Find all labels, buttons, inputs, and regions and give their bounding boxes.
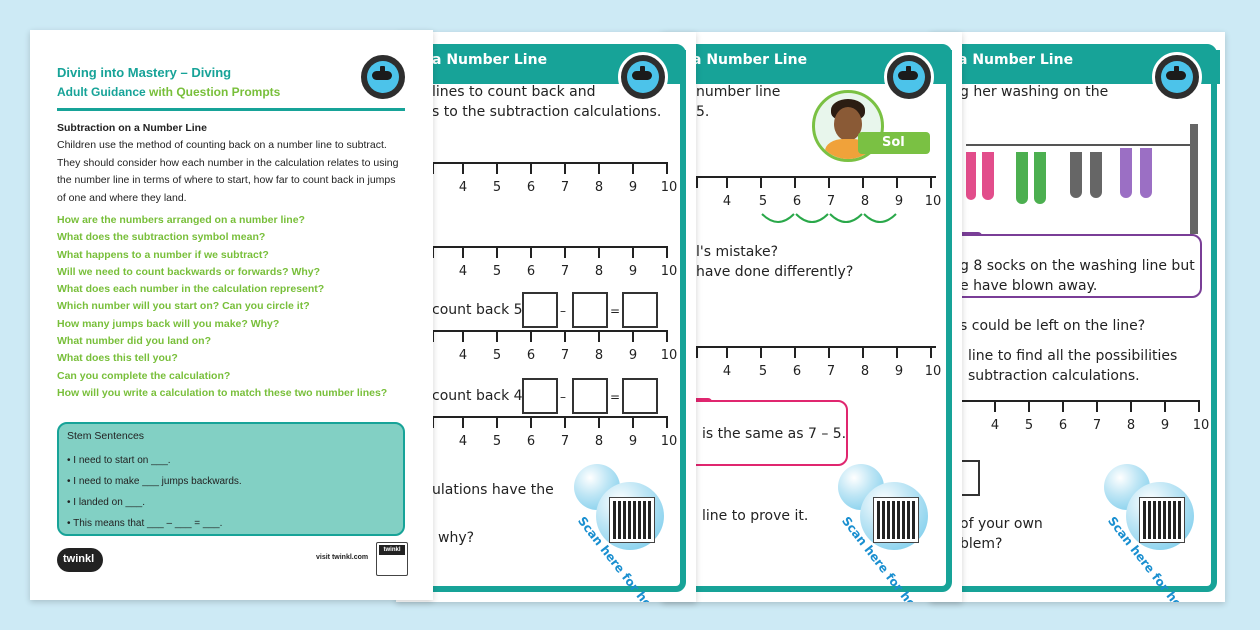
page3-question-2: have done differently? (696, 264, 854, 280)
number-line: 4 5 6 7 8 9 10 (432, 330, 677, 370)
question-prompt: Can you complete the calculation? (57, 369, 231, 382)
sol-name-tag: Sol (858, 132, 930, 154)
question-prompt: What does the subtraction symbol mean? (57, 231, 266, 244)
equals-sign: = (610, 304, 621, 318)
footer-url[interactable]: visit twinkl.com (316, 554, 369, 561)
speech-box (930, 234, 1202, 298)
question-prompt: What happens to a number if we subtract? (57, 248, 269, 261)
number-line: 4 5 6 7 8 9 10 (432, 162, 677, 202)
sock-icon (1016, 152, 1028, 204)
qr-code-icon[interactable] (874, 498, 918, 542)
sock-icon (1034, 152, 1046, 204)
page4-question-1: s could be left on the line? (960, 318, 1146, 334)
answer-box[interactable] (572, 378, 608, 414)
page4-question-3a: of your own (960, 516, 1043, 532)
stem-list: • I need to start on ___. • I need to ma… (67, 450, 242, 534)
jump-arrows (761, 213, 897, 223)
submarine-badge-icon (358, 52, 408, 102)
stem-sentence: • This means that ___ – ___ = ___. (67, 518, 223, 529)
washing-pole-icon (1190, 124, 1198, 234)
statement-text: is the same as 7 – 5. (702, 426, 847, 442)
page2-text-1: lines to count back and (432, 84, 596, 100)
page2-header-title: a Number Line (432, 52, 548, 68)
page4-text-1: g her washing on the (960, 84, 1109, 100)
page2-text-2: s to the subtraction calculations. (432, 104, 662, 120)
answer-box[interactable] (572, 292, 608, 328)
answer-box[interactable] (622, 292, 658, 328)
count-back-5-label: count back 5. (432, 302, 528, 318)
answer-box[interactable] (522, 378, 558, 414)
subtitle-part-b: with Question Prompts (149, 85, 281, 99)
worksheet-page-4: a Number Line g her washing on the a g 8… (930, 32, 1225, 602)
equals-sign: = (610, 390, 621, 404)
number-line: 4 5 6 7 8 9 10 (432, 416, 677, 456)
stem-sentence: • I need to start on ___. (67, 455, 171, 466)
page3-text-1: number line (696, 84, 781, 100)
page4-header-title: a Number Line (958, 52, 1074, 68)
minus-sign: – (560, 390, 566, 404)
submarine-badge-icon (1152, 52, 1202, 102)
number-line-with-jumps: 4 5 6 7 8 9 10 (696, 176, 941, 216)
worksheet-page-2: a Number Line lines to count back and s … (396, 32, 696, 602)
intro-paragraph: Children use the method of counting back… (57, 139, 399, 204)
answer-box[interactable] (622, 378, 658, 414)
question-prompt: How will you write a calculation to matc… (57, 386, 388, 399)
stem-sentence: • I landed on ___. (67, 497, 146, 508)
page4-question-2a: line to find all the possibilities (968, 348, 1178, 364)
sock-icon (1120, 148, 1132, 198)
question-prompt: What number did you land on? (57, 335, 211, 348)
question-prompts: How are the numbers arranged on a number… (57, 212, 417, 402)
stem-sentences-box: Stem Sentences • I need to start on ___.… (57, 422, 405, 536)
page3-text-2: 5. (696, 104, 710, 120)
speech-text-2: e have blown away. (960, 278, 1098, 294)
minus-sign: – (560, 304, 566, 318)
quality-seal-icon: twinkl (376, 542, 408, 576)
question-prompt: What does this tell you? (57, 352, 178, 365)
number-line: 4 5 6 7 8 9 10 (960, 400, 1209, 440)
stem-title: Stem Sentences (67, 430, 145, 442)
worksheet-page-3: a Number Line number line 5. Sol 4 5 6 7… (662, 32, 962, 602)
question-prompt: What does each number in the calculation… (57, 283, 325, 296)
page-title: Diving into Mastery – Diving (57, 65, 232, 80)
question-prompt: How are the numbers arranged on a number… (57, 214, 305, 226)
page2-question-1: ulations have the (432, 482, 554, 498)
page3-question-1: l's mistake? (696, 244, 779, 260)
qr-code-icon[interactable] (610, 498, 654, 542)
number-line: 4 5 6 7 8 9 10 (696, 346, 941, 386)
qr-code-icon[interactable] (1140, 498, 1184, 542)
sock-icon (966, 152, 976, 200)
sock-icon (1070, 152, 1082, 198)
page3-question-3: line to prove it. (702, 508, 809, 524)
question-prompt: Which number will you start on? Can you … (57, 300, 310, 313)
twinkl-logo: twinkl (57, 548, 103, 572)
number-line: 4 5 6 7 8 9 10 (432, 246, 677, 286)
subtitle-part-a: Adult Guidance (57, 85, 146, 99)
question-prompt: How many jumps back will you make? Why? (57, 317, 280, 330)
speech-text-1: g 8 socks on the washing line but (960, 258, 1195, 274)
stem-sentence: • I need to make ___ jumps backwards. (67, 476, 242, 487)
question-prompt: Will we need to count backwards or forwa… (57, 265, 321, 278)
page2-question-2: why? (438, 530, 475, 546)
header-rule (57, 108, 405, 111)
page4-question-2b: subtraction calculations. (968, 368, 1140, 384)
answer-box[interactable] (522, 292, 558, 328)
washing-line-icon (966, 144, 1196, 146)
adult-guidance-page: Diving into Mastery – Diving Adult Guida… (30, 30, 433, 600)
count-back-4-label: count back 4. (432, 388, 528, 404)
page3-header-title: a Number Line (692, 52, 808, 68)
sock-icon (1140, 148, 1152, 198)
sock-icon (982, 152, 994, 200)
page-subtitle: Adult Guidance with Question Prompts (57, 85, 280, 99)
submarine-badge-icon (884, 52, 934, 102)
submarine-badge-icon (618, 52, 668, 102)
page4-question-3b: blem? (960, 536, 1003, 552)
sock-icon (1090, 152, 1102, 198)
section-heading: Subtraction on a Number Line (57, 122, 207, 134)
